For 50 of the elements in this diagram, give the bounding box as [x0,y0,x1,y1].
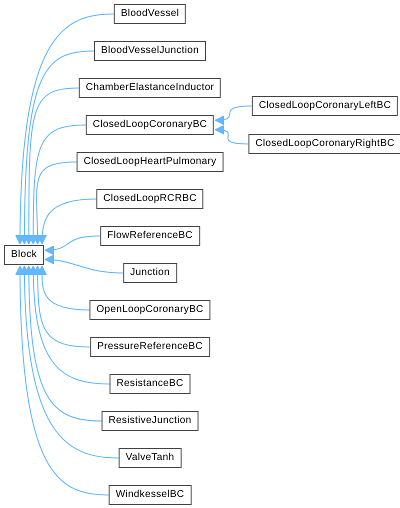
class-box [100,226,200,246]
class-name: ClosedLoopCoronaryLeftBC [258,101,392,111]
class-name: BloodVessel [120,9,180,19]
inheritance-arrow [44,254,124,274]
inheritance-arrow [24,88,80,244]
class-box [118,448,182,468]
class-box [96,189,204,209]
class-name: WindkesselBC [116,490,184,500]
class-box [110,374,190,394]
class-name: OpenLoopCoronaryBC [96,305,204,315]
class-name: FlowReferenceBC [107,231,193,241]
class-name: ClosedLoopHeartPulmonary [84,157,216,167]
class-box [4,245,44,265]
class-box [89,300,211,320]
class-box [123,263,177,283]
class-name: Junction [130,268,170,278]
class-name: ResistanceBC [116,379,184,389]
inheritance-arrow [214,125,249,144]
inheritance-arrow [37,266,90,310]
class-name: Block [11,250,37,260]
class-box [86,115,214,135]
class-name: ValveTanh [126,453,174,463]
class-box [252,96,398,116]
class-name: ChamberElastanceInductor [86,83,214,93]
class-box [114,4,186,24]
inheritance-arrow [20,50,94,244]
class-box [78,78,222,98]
inheritance-arrow [15,14,114,244]
class-box [90,337,210,357]
class-name: ClosedLoopRCRBC [103,194,197,204]
class-box [94,41,206,61]
inheritance-arrow [214,106,252,125]
inheritance-arrow [15,266,110,496]
class-name: ClosedLoopCoronaryBC [92,120,208,130]
inheritance-arrow [24,266,102,422]
class-box [76,152,224,172]
inheritance-arrow [20,266,120,458]
inheritance-arrow [32,266,91,348]
inheritance-arrow [37,198,97,244]
class-name: BloodVesselJunction [101,46,199,56]
class-box [102,411,198,431]
class-box [108,485,192,505]
class-name: ResistiveJunction [108,416,192,426]
inheritance-arrow [28,266,110,384]
class-box [248,134,400,154]
inheritance-arrow [32,162,78,244]
class-name: PressureReferenceBC [97,342,203,352]
inheritance-arrow [44,236,101,255]
inheritance-arrow [28,124,86,244]
class-name: ClosedLoopCoronaryRightBC [255,139,395,149]
